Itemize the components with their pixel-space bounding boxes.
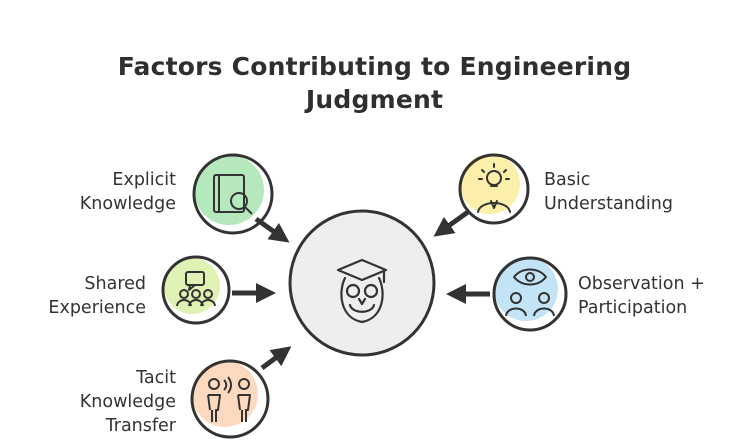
label-explicit-knowledge: Explicit Knowledge	[79, 170, 176, 214]
owl-graduation-cap-icon	[336, 258, 388, 324]
center-node	[288, 209, 436, 357]
two-people-talking-icon	[207, 376, 251, 422]
person-lightbulb-icon	[477, 163, 511, 213]
title-line-2: Judgment	[305, 85, 444, 114]
group-chat-icon	[176, 271, 216, 307]
factor-node-basic-understanding	[433, 153, 530, 237]
label-tacit-knowledge-transfer: Tacit Knowledge Transfer	[79, 368, 176, 436]
factor-node-tacit-knowledge-transfer	[190, 346, 292, 439]
label-basic-understanding: Basic Understanding	[544, 170, 673, 214]
diagram-title: Factors Contributing to Engineering Judg…	[0, 50, 749, 116]
book-magnifier-icon	[213, 174, 253, 215]
factor-node-shared-experience	[161, 255, 276, 325]
label-shared-experience: Shared Experience	[48, 274, 146, 318]
eye-people-icon	[505, 268, 555, 317]
factor-node-explicit-knowledge	[192, 153, 290, 243]
label-observation-participation: Observation + Participation	[578, 274, 705, 318]
factor-node-observation-participation	[446, 256, 568, 332]
title-line-1: Factors Contributing to Engineering	[117, 52, 632, 81]
